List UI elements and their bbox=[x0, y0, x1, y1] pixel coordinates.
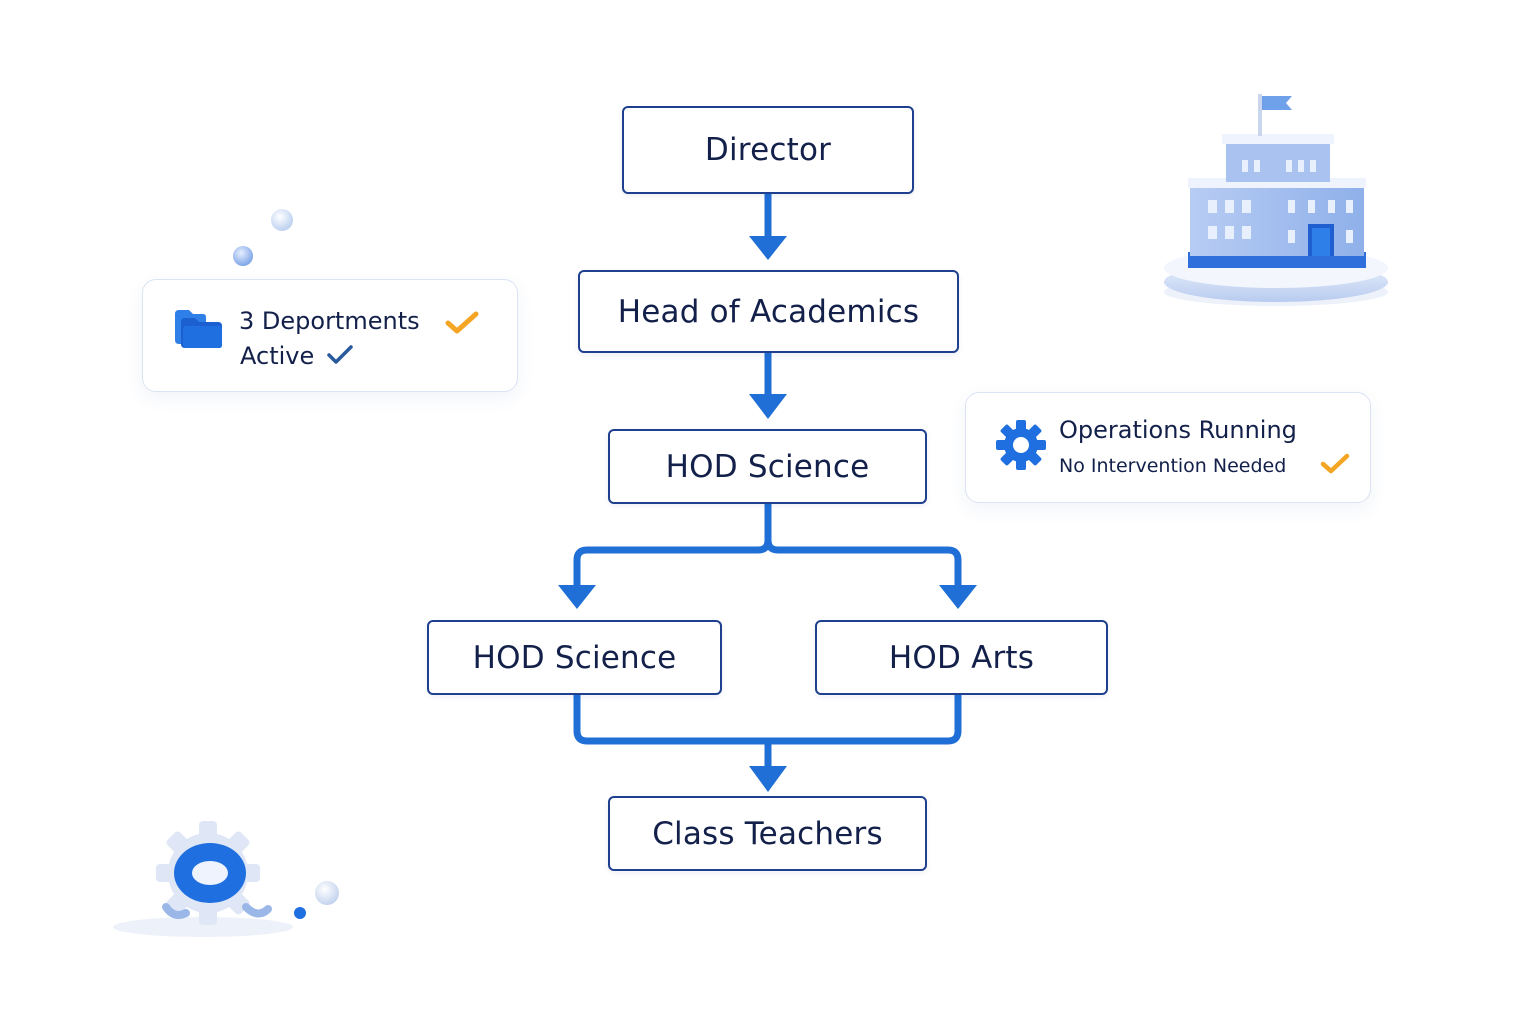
node-hod-science[interactable]: HOD Science bbox=[427, 620, 722, 695]
operations-running-text: Operations Running bbox=[1059, 416, 1297, 444]
check-orange-icon bbox=[1320, 453, 1350, 474]
node-label: HOD Arts bbox=[888, 639, 1035, 676]
node-label: HOD Science bbox=[665, 448, 870, 485]
node-head-of-academics[interactable]: Head of Academics bbox=[578, 270, 959, 353]
departments-active-text: Active bbox=[240, 342, 315, 370]
node-hod-arts[interactable]: HOD Arts bbox=[815, 620, 1108, 695]
operations-status-card: Operations Running No Intervention Neede… bbox=[965, 392, 1371, 503]
school-building-illustration bbox=[1164, 94, 1388, 306]
node-label: Head of Academics bbox=[617, 293, 920, 330]
check-orange-icon bbox=[445, 311, 479, 334]
no-intervention-text: No Intervention Needed bbox=[1059, 455, 1287, 477]
node-label: HOD Science bbox=[472, 639, 677, 676]
arrowhead-head bbox=[749, 236, 787, 260]
connector-merge bbox=[573, 695, 962, 745]
connector-hodsci-split-right bbox=[764, 539, 962, 588]
arrowhead-hodsci bbox=[749, 394, 787, 419]
arrowhead-teachers bbox=[749, 766, 787, 792]
connector-hodsci-split bbox=[573, 504, 772, 588]
gear-icon bbox=[996, 420, 1046, 470]
gear-illustration bbox=[113, 821, 339, 937]
departments-status-card: 3 Deportments Active bbox=[142, 279, 518, 392]
folder-icon bbox=[175, 310, 222, 348]
arrowhead-hodarts bbox=[939, 585, 977, 609]
node-label: Class Teachers bbox=[652, 815, 883, 852]
bubble-decoration bbox=[233, 246, 253, 266]
bubble-decoration bbox=[271, 209, 293, 231]
arrowhead-hodsci-left bbox=[558, 585, 596, 609]
check-blue-icon bbox=[327, 345, 353, 364]
node-label: Director bbox=[704, 132, 832, 168]
node-hod-science-top[interactable]: HOD Science bbox=[608, 429, 927, 504]
node-class-teachers[interactable]: Class Teachers bbox=[608, 796, 927, 871]
departments-count-text: 3 Deportments bbox=[239, 307, 420, 335]
node-director[interactable]: Director bbox=[622, 106, 914, 194]
